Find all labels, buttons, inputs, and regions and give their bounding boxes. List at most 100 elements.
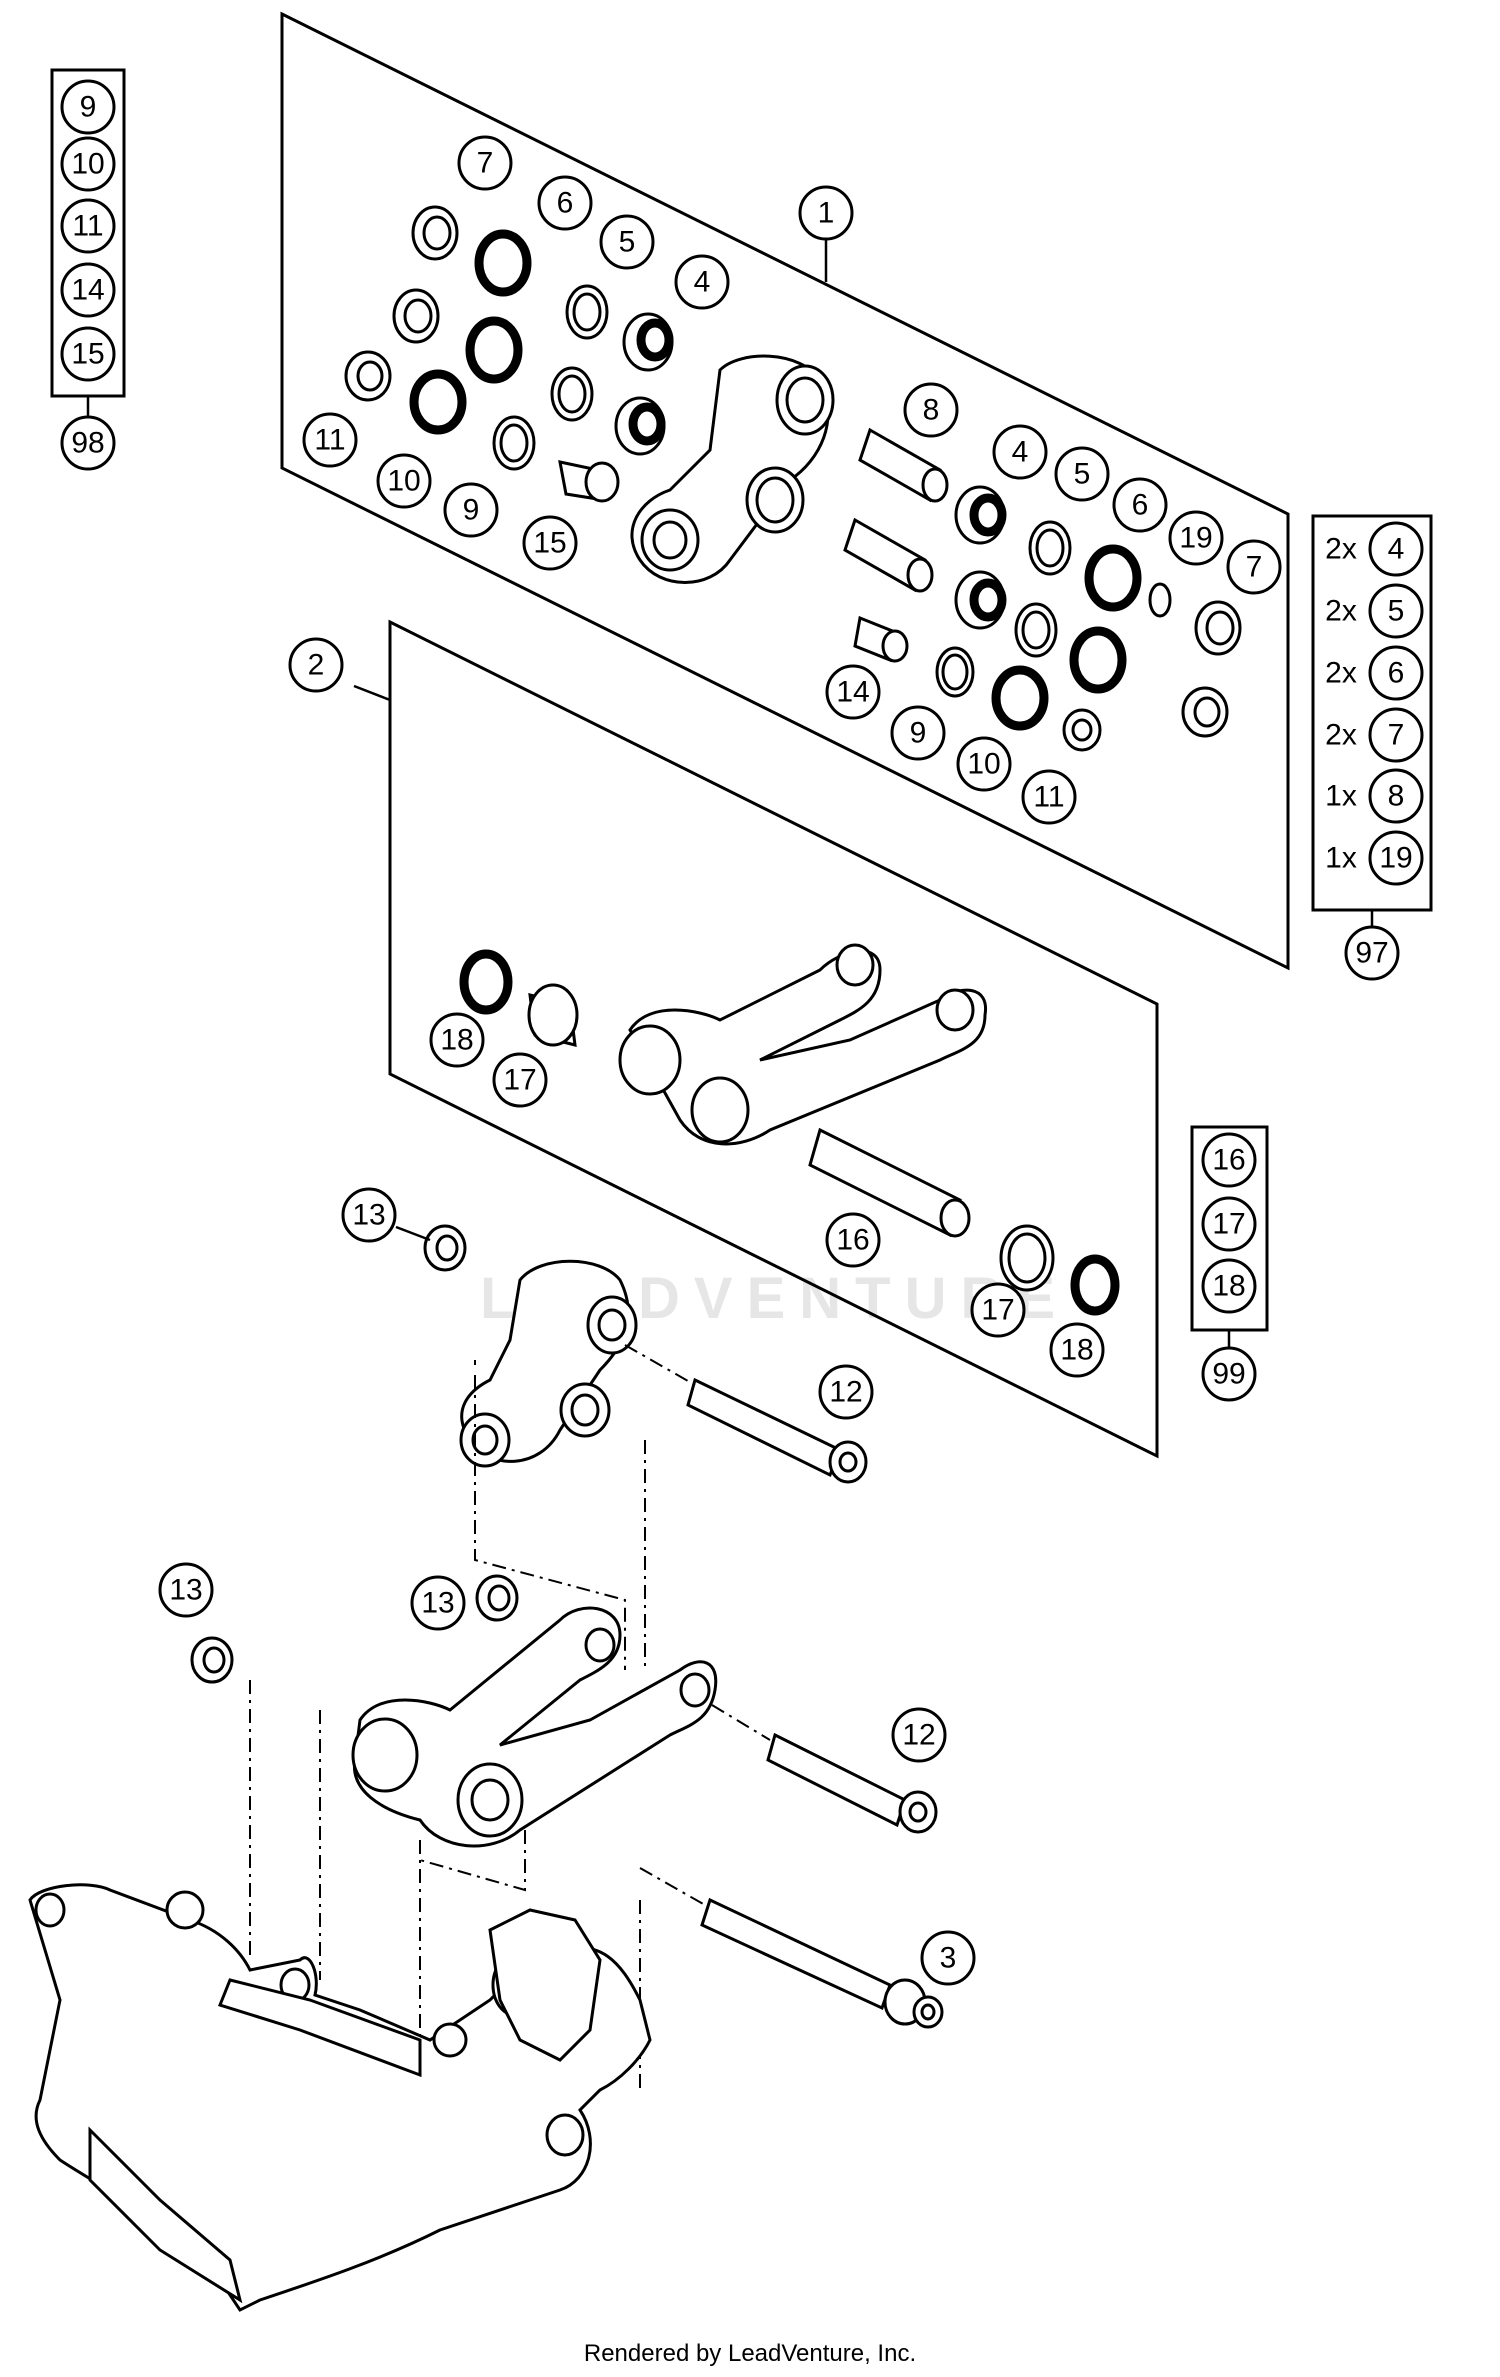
link-arm-assembly <box>351 1606 718 1848</box>
rocker-assembly <box>459 1259 638 1468</box>
svg-text:2: 2 <box>308 649 325 682</box>
nut-13-lower <box>190 1636 234 1684</box>
svg-text:2x: 2x <box>1325 533 1357 566</box>
svg-text:11: 11 <box>1033 781 1064 814</box>
svg-text:1: 1 <box>818 197 835 230</box>
p1-callout-11-left[interactable]: 11 <box>302 412 358 468</box>
bushing-4-right <box>954 485 1007 545</box>
kit-98-item-2[interactable]: 11 <box>60 198 116 254</box>
svg-text:4: 4 <box>1012 436 1029 469</box>
svg-text:10: 10 <box>71 148 104 181</box>
kit-99-item-2[interactable]: 18 <box>1201 1258 1257 1314</box>
bolt-12-lower <box>766 1732 938 1834</box>
ring-9-left-a <box>550 366 594 422</box>
kit-98-item-3[interactable]: 14 <box>60 262 116 318</box>
kit-97-row-3[interactable]: 2x 7 <box>1325 707 1424 763</box>
bolt-12-upper <box>686 1377 868 1484</box>
svg-text:14: 14 <box>836 676 869 709</box>
bushing-17-right <box>999 1224 1055 1292</box>
seal-6-right-b <box>1069 626 1127 694</box>
callout-13-lower[interactable]: 13 <box>158 1562 214 1618</box>
p2-callout-18-left[interactable]: 18 <box>429 1012 485 1068</box>
p1-callout-7-right[interactable]: 7 <box>1226 539 1282 595</box>
sleeve-16 <box>808 1127 971 1238</box>
bushing-left-b <box>614 396 666 456</box>
rocker-upper-panel-1 <box>630 354 835 584</box>
seal-18-left <box>459 949 513 1015</box>
callout-13-middle[interactable]: 13 <box>410 1575 466 1631</box>
svg-text:8: 8 <box>923 394 940 427</box>
bearing-11-right <box>1062 708 1102 752</box>
seal-6-left-a <box>474 229 532 297</box>
kit-97-row-0[interactable]: 2x 4 <box>1325 521 1424 577</box>
svg-text:2x: 2x <box>1325 595 1357 628</box>
p1-callout-15[interactable]: 15 <box>522 515 578 571</box>
p1-callout-9-left[interactable]: 9 <box>443 482 499 538</box>
bushing-right-b <box>954 570 1007 630</box>
svg-text:4: 4 <box>1388 533 1405 566</box>
kit-99-item-0[interactable]: 16 <box>1201 1132 1257 1188</box>
kit-98-item-1[interactable]: 10 <box>60 136 116 192</box>
p1-callout-14[interactable]: 14 <box>825 664 881 720</box>
callout-13-upper[interactable]: 13 <box>341 1187 397 1243</box>
svg-text:12: 12 <box>829 1376 862 1409</box>
callout-3[interactable]: 3 <box>920 1930 976 1986</box>
p1-callout-6-left[interactable]: 6 <box>537 175 593 231</box>
callout-1[interactable]: 1 <box>798 185 854 241</box>
p1-callout-4-left[interactable]: 4 <box>674 254 730 310</box>
svg-text:16: 16 <box>1212 1144 1245 1177</box>
seal-6-right <box>1084 544 1142 612</box>
ring-9-left-b <box>492 415 536 471</box>
kit-97-row-5[interactable]: 1x 19 <box>1325 830 1424 886</box>
p1-callout-6-right[interactable]: 6 <box>1112 477 1168 533</box>
svg-text:17: 17 <box>981 1294 1014 1327</box>
svg-text:17: 17 <box>503 1064 536 1097</box>
p1-callout-10-right[interactable]: 10 <box>956 736 1012 792</box>
svg-text:18: 18 <box>1212 1270 1245 1303</box>
sleeve-8-lower <box>843 517 934 593</box>
svg-text:4: 4 <box>694 266 711 299</box>
svg-text:2x: 2x <box>1325 719 1357 752</box>
kit-98-item-4[interactable]: 15 <box>60 326 116 382</box>
seal-6-left-b <box>465 316 523 384</box>
svg-text:98: 98 <box>71 427 104 460</box>
p1-callout-8[interactable]: 8 <box>903 382 959 438</box>
svg-text:6: 6 <box>557 187 574 220</box>
svg-text:1x: 1x <box>1325 780 1357 813</box>
kit-97-row-4[interactable]: 1x 8 <box>1325 768 1424 824</box>
seal-10-left <box>409 369 467 435</box>
callout-2[interactable]: 2 <box>288 637 344 693</box>
p2-callout-17-right[interactable]: 17 <box>970 1282 1026 1338</box>
svg-text:17: 17 <box>1212 1208 1245 1241</box>
kit-98-label[interactable]: 98 <box>60 415 116 471</box>
svg-text:1x: 1x <box>1325 842 1357 875</box>
kit-98-item-0[interactable]: 9 <box>60 79 116 135</box>
nut-13-upper <box>423 1224 467 1272</box>
p1-callout-10-left[interactable]: 10 <box>376 453 432 509</box>
p1-callout-7-left[interactable]: 7 <box>457 135 513 191</box>
svg-text:97: 97 <box>1355 937 1388 970</box>
svg-text:7: 7 <box>477 147 494 180</box>
p1-callout-19[interactable]: 19 <box>1168 510 1224 566</box>
p2-callout-17-left[interactable]: 17 <box>492 1052 548 1108</box>
p1-callout-11-right[interactable]: 11 <box>1021 769 1077 825</box>
p2-callout-18-right[interactable]: 18 <box>1049 1322 1105 1378</box>
ring-9-right-a <box>1014 602 1058 658</box>
p1-callout-4-right[interactable]: 4 <box>992 424 1048 480</box>
kit-99-item-1[interactable]: 17 <box>1201 1196 1257 1252</box>
bearing-right-b <box>1181 686 1229 738</box>
kit-97-row-2[interactable]: 2x 6 <box>1325 645 1424 701</box>
svg-text:18: 18 <box>440 1024 473 1057</box>
seal-10-right <box>991 665 1049 731</box>
callout-12-lower[interactable]: 12 <box>891 1707 947 1763</box>
p1-callout-5-right[interactable]: 5 <box>1054 446 1110 502</box>
p1-callout-5-left[interactable]: 5 <box>599 214 655 270</box>
p1-callout-9-right[interactable]: 9 <box>890 705 946 761</box>
p2-callout-16[interactable]: 16 <box>825 1212 881 1268</box>
callout-12-upper[interactable]: 12 <box>818 1364 874 1420</box>
kit-97-label[interactable]: 97 <box>1344 925 1400 981</box>
kit-99-label[interactable]: 99 <box>1201 1346 1257 1402</box>
kit-97-row-1[interactable]: 2x 5 <box>1325 583 1424 639</box>
kit-2-panel <box>388 619 1159 1459</box>
nut-13-middle <box>475 1574 519 1622</box>
